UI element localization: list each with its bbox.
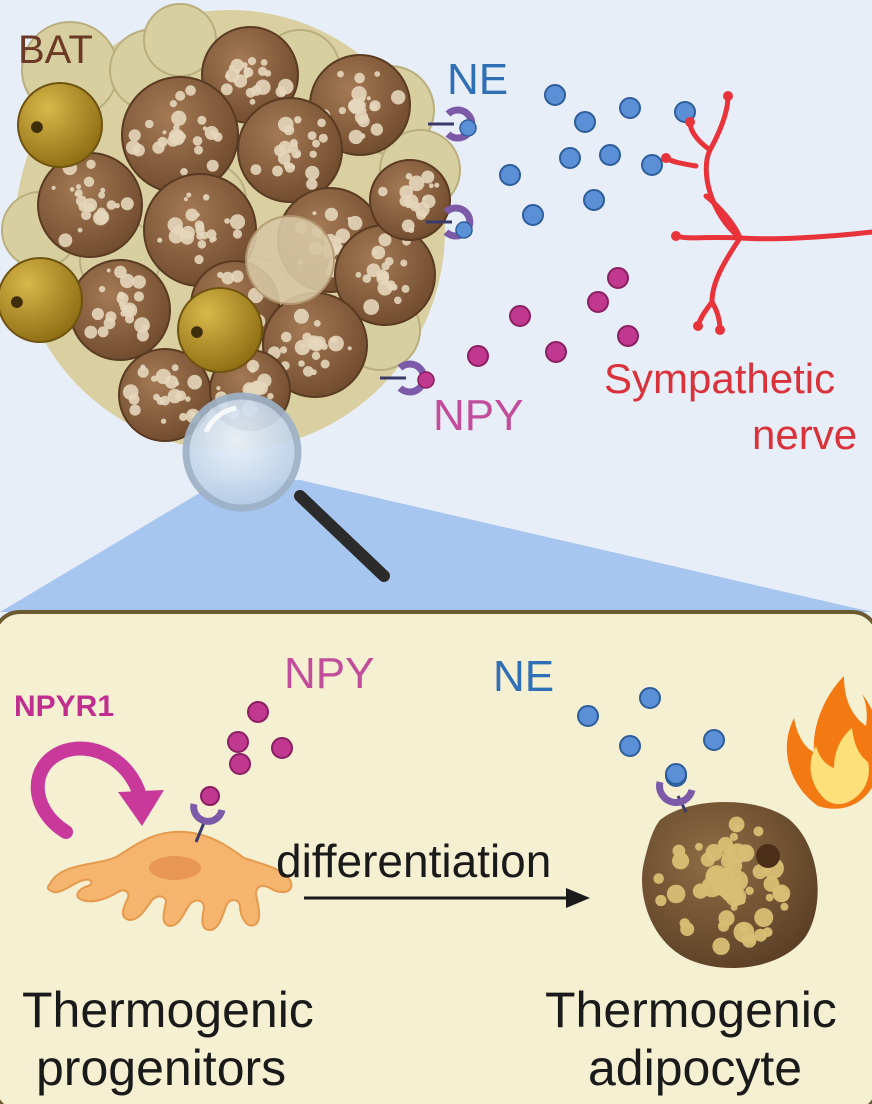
ne-molecule xyxy=(639,687,661,709)
light-brown-fat-cell xyxy=(245,215,335,305)
bat-label: BAT xyxy=(18,28,93,72)
ne-molecule xyxy=(577,705,599,727)
npy-molecules-top xyxy=(467,267,639,367)
lipid-droplet xyxy=(754,908,774,927)
ne-label-bottom: NE xyxy=(493,652,555,701)
lipid-droplet xyxy=(729,832,739,842)
sympathetic-nerve-label-line2: nerve xyxy=(752,411,858,458)
olive-fat-cell xyxy=(0,257,83,343)
thermogenic-adipocyte-cell xyxy=(641,802,818,968)
bound-npy-molecule xyxy=(200,786,220,806)
lipid-droplet xyxy=(717,877,740,900)
lipid-droplet xyxy=(745,886,754,895)
lipid-droplet xyxy=(737,923,749,934)
lipid-droplet xyxy=(695,842,703,851)
npy-molecule xyxy=(271,737,293,759)
lipid-droplet xyxy=(655,894,667,907)
npy-molecule xyxy=(617,325,639,347)
lipid-droplet xyxy=(763,876,780,892)
lipid-droplet xyxy=(680,922,695,937)
ne-molecule xyxy=(619,735,641,757)
adipocyte-label-line2: adipocyte xyxy=(588,1040,803,1096)
tissue-receptors xyxy=(380,106,477,396)
lipid-droplet xyxy=(780,902,789,911)
lipid-droplet xyxy=(712,937,730,955)
ne-label-top: NE xyxy=(447,55,509,104)
lipid-droplet xyxy=(718,920,730,932)
ne-molecule xyxy=(703,729,725,751)
npy-molecule xyxy=(229,753,251,775)
npy-molecule xyxy=(545,341,567,363)
receptor-icon xyxy=(426,204,474,240)
adipocyte-receptor xyxy=(656,763,696,813)
adipocyte-label-line1: Thermogenic xyxy=(545,982,837,1038)
ne-molecule xyxy=(522,204,544,226)
npy-molecule xyxy=(247,701,269,723)
bound-ne-molecule xyxy=(455,221,473,239)
magnifying-glass-icon xyxy=(182,392,390,582)
ne-molecule xyxy=(544,84,566,106)
ne-molecule xyxy=(583,189,605,211)
lipid-droplet xyxy=(700,852,716,867)
lipid-droplet xyxy=(726,844,735,853)
ne-molecule xyxy=(641,154,663,176)
olive-fat-cell xyxy=(17,82,103,168)
lipid-droplet xyxy=(753,826,764,837)
zoom-panel xyxy=(0,610,872,1104)
brown-fat-cell xyxy=(69,259,171,361)
lipid-droplet xyxy=(778,890,790,902)
npy-molecule xyxy=(227,731,249,753)
lipid-droplet xyxy=(765,893,774,902)
bound-ne-molecule xyxy=(459,119,477,137)
ne-molecule xyxy=(619,97,641,119)
brown-fat-cell xyxy=(369,159,451,241)
lipid-droplet xyxy=(754,928,768,942)
differentiation-arrow-icon xyxy=(304,888,590,908)
progenitor-receptor xyxy=(190,786,226,843)
brown-fat-cell xyxy=(334,224,436,326)
npyr1-label: NPYR1 xyxy=(14,690,115,723)
brown-fat-cell xyxy=(37,152,143,258)
npy-molecule xyxy=(509,305,531,327)
lipid-droplet xyxy=(733,824,741,832)
bat-tissue xyxy=(0,3,461,450)
lipid-droplet xyxy=(653,873,664,884)
differentiation-label: differentiation xyxy=(276,835,552,887)
lipid-droplet xyxy=(666,884,686,904)
lipid-droplet xyxy=(672,844,686,858)
npy-molecule xyxy=(587,291,609,313)
npy-molecule xyxy=(607,267,629,289)
receptor-icon xyxy=(190,803,226,825)
progenitor-cell xyxy=(46,830,293,932)
bound-ne-molecule xyxy=(665,763,687,785)
brown-fat-cell xyxy=(121,76,239,194)
receptor-icon xyxy=(656,781,696,806)
circular-arrow-icon xyxy=(30,741,164,839)
progenitors-label-line2: progenitors xyxy=(36,1040,287,1096)
ne-molecule xyxy=(599,144,621,166)
ne-molecule xyxy=(559,147,581,169)
nerve-endings xyxy=(661,91,733,335)
olive-fat-cell xyxy=(177,287,263,373)
ne-molecule xyxy=(574,111,596,133)
npy-label-bottom: NPY xyxy=(284,649,375,698)
bound-npy-molecule xyxy=(417,371,435,389)
lipid-droplet xyxy=(738,897,746,905)
adipocyte-nucleus xyxy=(756,844,780,868)
npy-molecules-bottom xyxy=(227,701,293,775)
ne-molecules-bottom xyxy=(577,687,725,787)
flame-icon xyxy=(786,676,872,809)
npy-label-top: NPY xyxy=(433,391,524,440)
progenitors-label-line1: Thermogenic xyxy=(22,982,314,1038)
ne-molecules-top xyxy=(499,84,696,226)
magnifier-beam xyxy=(0,480,872,612)
sympathetic-nerve-label-line1: Sympathetic xyxy=(604,355,836,402)
bat-cells xyxy=(0,3,461,442)
lipid-droplet xyxy=(692,883,709,899)
ne-molecule xyxy=(499,164,521,186)
npy-molecule xyxy=(467,345,489,367)
brown-fat-cell xyxy=(237,97,343,203)
